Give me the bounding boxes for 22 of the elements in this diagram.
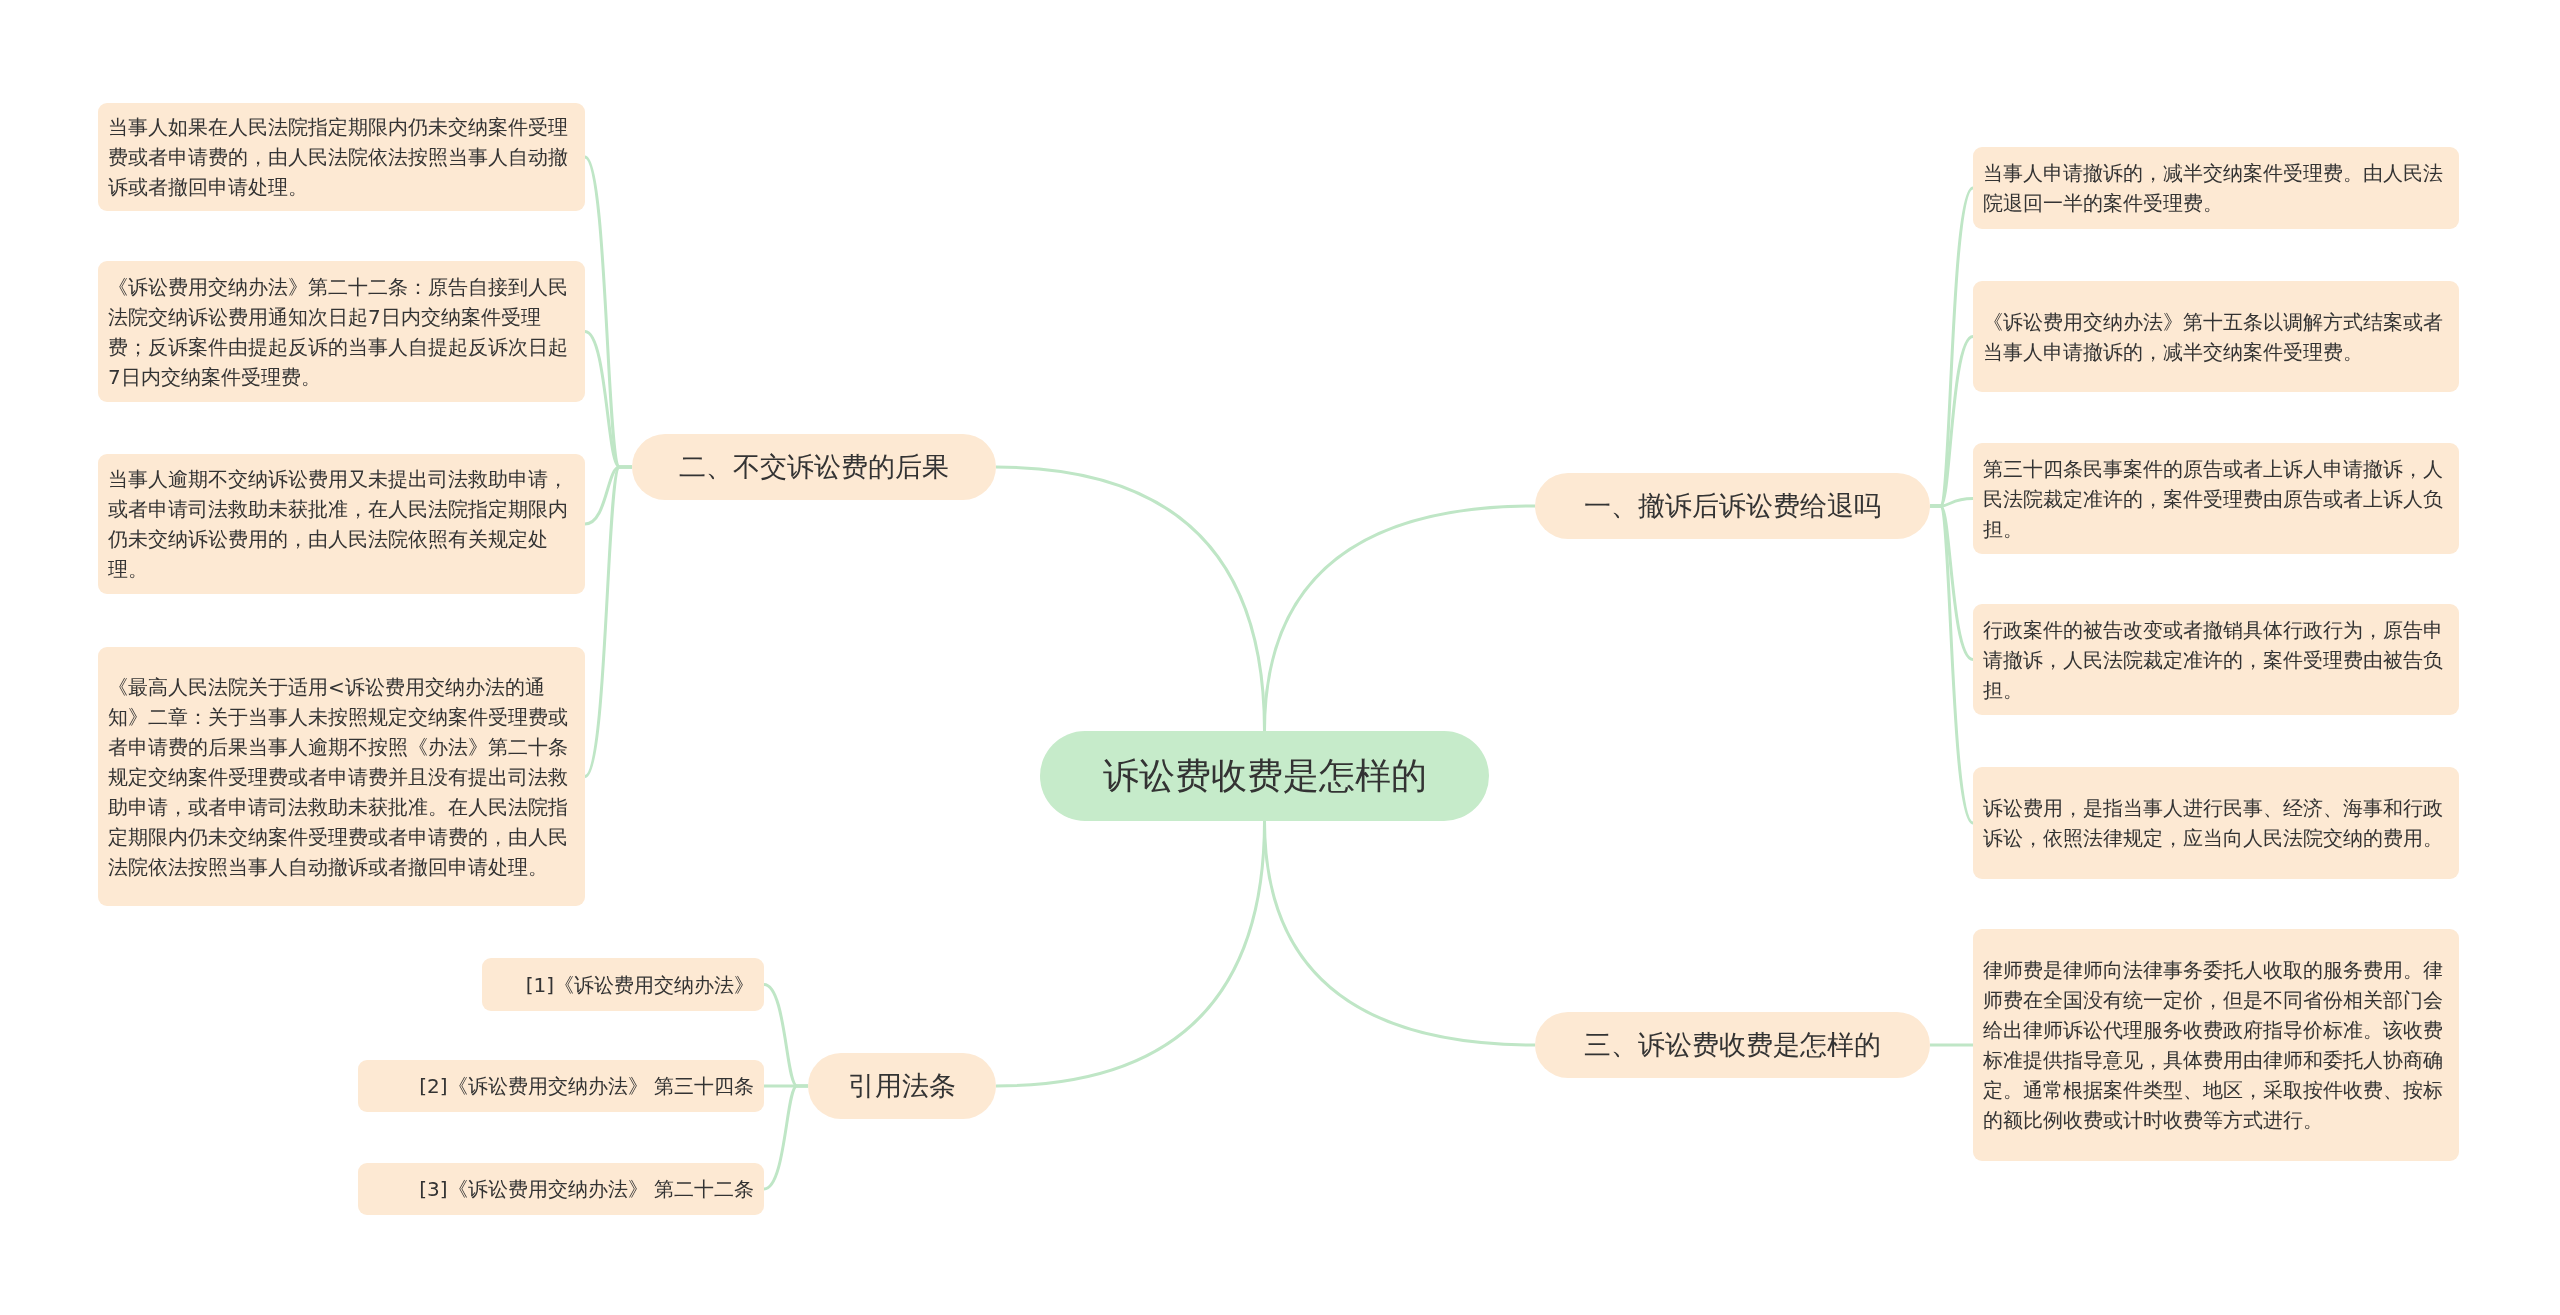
connector-line [1930, 504, 1975, 824]
text-card: 当事人申请撤诉的，减半交纳案件受理费。由人民法院退回一半的案件受理费。 [1973, 147, 2459, 229]
topic-box: 二、不交诉讼费的后果 [632, 434, 996, 500]
topic-box: 一、撤诉后诉讼费给退吗 [1535, 473, 1930, 539]
central-topic: 诉讼费收费是怎样的 [1040, 731, 1489, 821]
connector-line [1930, 1043, 1973, 1047]
text-card: 当事人逾期不交纳诉讼费用又未提出司法救助申请，或者申请司法救助未获批准，在人民法院指定期限内仍未交纳诉讼费用的，由人民法院依照有关规定处理。 [98, 454, 585, 594]
text-card: [2]《诉讼费用交纳办法》 第三十四条 [358, 1060, 764, 1112]
text-card: [1]《诉讼费用交纳办法》 [482, 958, 764, 1011]
connector-line [583, 465, 632, 778]
text-card: 律师费是律师向法律事务委托人收取的服务费用。律师费在全国没有统一定价，但是不同省份相关部门会给出律师诉讼代理服务收费政府指导价标准。该收费标准提供指导意见，具体费用由律师和委托人协商确定。通常根据案件类型、地区，采取按件收费、按标的额比例收费或计时收费等方式进行。 [1973, 929, 2459, 1161]
text-card: 《最高人民法院关于适用<诉讼费用交纳办法的通知》二章：关于当事人未按照规定交纳案件受理费或者申请费的后果当事人逾期不按照《办法》第二十条规定交纳案件受理费或者申请费并且没有提出司法救助申请，或者申请司法救助未获批准。在人民法院指定期限内仍未交纳案件受理费或者申请费的，由人民法院依法按照当事人自动撤诉或者撤回申请处理。 [98, 647, 585, 906]
text-card: 第三十四条民事案件的原告或者上诉人申请撤诉，人民法院裁定准许的，案件受理费由原告或者上诉人负担。 [1973, 443, 2459, 554]
connector-line [763, 1084, 808, 1191]
text-card: [3]《诉讼费用交纳办法》 第二十二条 [358, 1163, 764, 1215]
text-card: 《诉讼费用交纳办法》第十五条以调解方式结案或者当事人申请撤诉的，减半交纳案件受理费。 [1973, 281, 2459, 392]
text-card: 行政案件的被告改变或者撤销具体行政行为，原告申请撤诉，人民法院裁定准许的，案件受理费由被告负担。 [1973, 604, 2459, 715]
topic-box: 三、诉讼费收费是怎样的 [1535, 1012, 1930, 1078]
text-card: 当事人如果在人民法院指定期限内仍未交纳案件受理费或者申请费的，由人民法院依法按照当事人自动撤诉或者撤回申请处理。 [98, 103, 585, 211]
text-card: 《诉讼费用交纳办法》第二十二条：原告自接到人民法院交纳诉讼费用通知次日起7日内交纳案件受理费；反诉案件由提起反诉的当事人自提起反诉次日起7日内交纳案件受理费。 [98, 261, 585, 402]
text-card: 诉讼费用，是指当事人进行民事、经济、海事和行政诉讼，依照法律规定，应当向人民法院交纳的费用。 [1973, 767, 2459, 879]
topic-box: 引用法条 [808, 1053, 996, 1119]
